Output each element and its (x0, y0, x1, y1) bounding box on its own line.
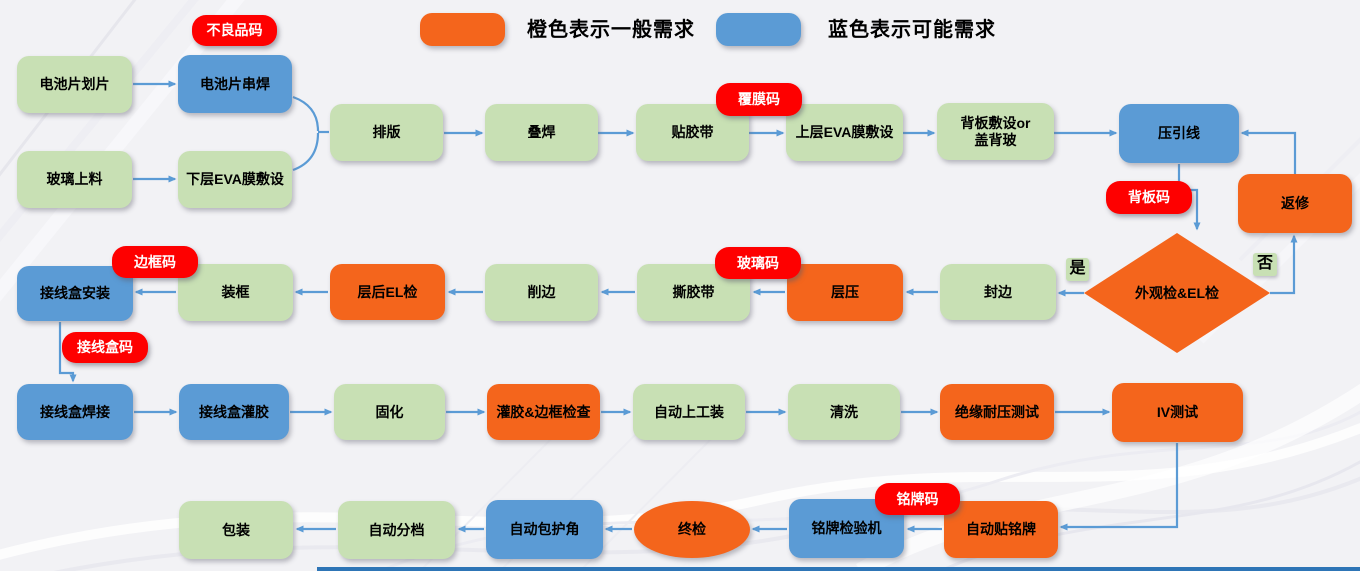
step-lower-eva[interactable]: 下层EVA膜敷设 (178, 151, 292, 208)
step-tape-removal-label: 撕胶带 (672, 284, 715, 301)
step-auto-sorting[interactable]: 自动分档 (338, 501, 455, 559)
badge-nameplate-code-label: 铭牌码 (896, 490, 939, 507)
step-potting-frame-check-label: 灌胶&边框检查 (496, 403, 591, 420)
step-stack-welding[interactable]: 叠焊 (485, 104, 598, 161)
step-iv-test[interactable]: IV测试 (1112, 383, 1243, 442)
step-press-lead[interactable]: 压引线 (1119, 104, 1239, 163)
step-auto-loading-label: 自动上工装 (654, 403, 724, 420)
step-post-lam-el[interactable]: 层后EL检 (330, 264, 445, 320)
step-backsheet-or-glass-label: 背板敷设or 盖背玻 (960, 115, 1031, 148)
step-upper-eva-label: 上层EVA膜敷设 (795, 124, 894, 141)
badge-nameplate-code[interactable]: 铭牌码 (875, 483, 960, 515)
badge-jbox-code-label: 接线盒码 (77, 339, 133, 356)
badge-jbox-code[interactable]: 接线盒码 (62, 332, 148, 363)
decision-visual-el-inspect[interactable]: 外观检&EL检 (1084, 233, 1270, 353)
step-final-inspect-label: 终检 (678, 521, 706, 538)
badge-film-code-label: 覆膜码 (738, 91, 780, 108)
step-lamination-label: 层压 (831, 284, 859, 301)
step-lamination[interactable]: 层压 (787, 264, 903, 321)
step-layout[interactable]: 排版 (330, 104, 443, 161)
step-auto-sorting-label: 自动分档 (368, 521, 425, 538)
step-rework[interactable]: 返修 (1238, 174, 1352, 233)
step-jbox-welding-label: 接线盒焊接 (40, 403, 110, 420)
badge-backsheet-code[interactable]: 背板码 (1106, 181, 1192, 214)
step-tape-sticking-label: 贴胶带 (671, 124, 714, 141)
legend-blue-label-label: 蓝色表示可能需求 (828, 18, 996, 41)
step-nameplate-check-label: 铭牌检验机 (811, 520, 882, 537)
step-corner-protect-label: 自动包护角 (509, 521, 580, 538)
tag-no[interactable]: 否 (1253, 253, 1277, 276)
step-rework-label: 返修 (1281, 195, 1309, 212)
step-packing-label: 包装 (222, 521, 250, 538)
step-framing-label: 装框 (221, 284, 250, 301)
step-auto-loading[interactable]: 自动上工装 (633, 384, 745, 440)
legend-orange-label-label: 橙色表示一般需求 (527, 18, 695, 41)
step-curing[interactable]: 固化 (334, 384, 445, 440)
legend-orange-label: 橙色表示一般需求 (527, 14, 737, 46)
step-cleaning-label: 清洗 (830, 403, 858, 420)
step-nameplate-stick-label: 自动贴铭牌 (966, 521, 1036, 538)
step-jbox-potting-label: 接线盒灌胶 (199, 403, 269, 420)
step-cell-stringing[interactable]: 电池片串焊 (178, 55, 292, 113)
legend-blue-label: 蓝色表示可能需求 (828, 14, 1038, 46)
step-insulation-test-label: 绝缘耐压测试 (955, 403, 1039, 420)
badge-backsheet-code-label: 背板码 (1128, 189, 1170, 206)
step-iv-test-label: IV测试 (1156, 404, 1199, 421)
legend-orange-swatch[interactable] (420, 13, 505, 46)
step-packing[interactable]: 包装 (179, 501, 293, 559)
step-potting-frame-check[interactable]: 灌胶&边框检查 (487, 384, 600, 440)
step-edge-sealing[interactable]: 封边 (940, 264, 1056, 320)
step-curing-label: 固化 (375, 403, 404, 420)
badge-frame-code[interactable]: 边框码 (112, 246, 198, 278)
decision-visual-el-inspect-label: 外观检&EL检 (1135, 284, 1219, 301)
step-corner-protect[interactable]: 自动包护角 (486, 500, 603, 559)
step-glass-loading-label: 玻璃上料 (46, 171, 103, 188)
step-final-inspect[interactable]: 终检 (634, 501, 750, 558)
bottom-accent-bar (317, 567, 1360, 571)
step-framing[interactable]: 装框 (178, 264, 293, 321)
step-jbox-potting[interactable]: 接线盒灌胶 (179, 384, 289, 440)
step-jbox-install[interactable]: 接线盒安装 (17, 266, 133, 321)
step-insulation-test[interactable]: 绝缘耐压测试 (940, 384, 1054, 440)
step-upper-eva[interactable]: 上层EVA膜敷设 (786, 104, 903, 161)
legend-blue-swatch[interactable] (716, 13, 801, 46)
badge-frame-code-label: 边框码 (134, 253, 176, 270)
step-cell-scribing-label: 电池片划片 (39, 76, 110, 93)
step-jbox-install-label: 接线盒安装 (40, 285, 110, 302)
step-layout-label: 排版 (372, 124, 401, 141)
step-press-lead-label: 压引线 (1158, 125, 1200, 142)
step-cleaning[interactable]: 清洗 (788, 384, 900, 440)
badge-film-code[interactable]: 覆膜码 (716, 83, 802, 116)
tag-yes-label: 是 (1069, 260, 1086, 278)
badge-defect-code-label: 不良品码 (206, 22, 263, 39)
step-lower-eva-label: 下层EVA膜敷设 (186, 171, 284, 188)
step-edge-sealing-label: 封边 (984, 283, 1012, 300)
step-stack-welding-label: 叠焊 (527, 124, 556, 141)
badge-glass-code-label: 玻璃码 (737, 254, 779, 271)
step-backsheet-or-glass[interactable]: 背板敷设or 盖背玻 (937, 103, 1054, 160)
step-jbox-welding[interactable]: 接线盒焊接 (17, 384, 133, 440)
step-cell-scribing[interactable]: 电池片划片 (17, 56, 132, 113)
step-nameplate-stick[interactable]: 自动贴铭牌 (944, 501, 1058, 558)
badge-glass-code[interactable]: 玻璃码 (715, 247, 801, 279)
badge-defect-code[interactable]: 不良品码 (192, 15, 277, 46)
step-glass-loading[interactable]: 玻璃上料 (17, 151, 132, 208)
step-trimming-label: 削边 (527, 284, 556, 301)
step-trimming[interactable]: 削边 (485, 264, 598, 321)
step-post-lam-el-label: 层后EL检 (357, 283, 418, 300)
tag-yes[interactable]: 是 (1066, 258, 1089, 281)
tag-no-label: 否 (1256, 255, 1273, 273)
step-cell-stringing-label: 电池片串焊 (200, 75, 270, 92)
